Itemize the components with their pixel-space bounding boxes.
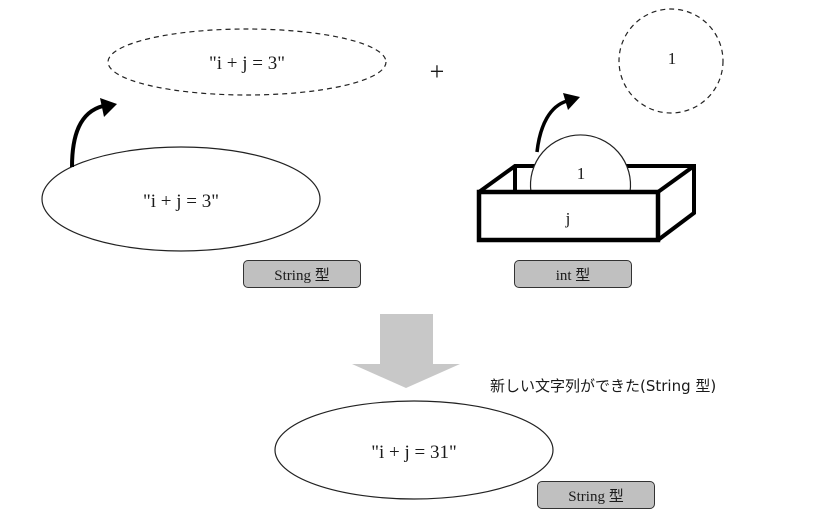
copy-arrow-left [70, 104, 104, 168]
result-string-ellipse [274, 400, 554, 500]
copied-string-value: "i + j = 3" [209, 53, 285, 74]
arrow-head-left [100, 98, 117, 117]
result-note: 新しい文字列ができた(String 型) [490, 377, 717, 395]
plus-operator: + [430, 57, 445, 86]
int-value: 1 [577, 164, 586, 183]
string-value-ellipse [41, 146, 321, 252]
result-type-badge: String 型 [537, 481, 655, 509]
string-value: "i + j = 3" [143, 191, 219, 212]
copy-arrow-right [535, 99, 568, 153]
arrow-head-right [563, 93, 580, 110]
copied-int-circle [618, 8, 724, 114]
variable-box-j [476, 189, 661, 243]
int-type-badge: int 型 [514, 260, 632, 288]
string-type-badge: String 型 [243, 260, 361, 288]
copied-string-ellipse [107, 28, 387, 96]
copied-int-value: 1 [668, 49, 677, 68]
int-value-circle [529, 134, 632, 193]
variable-name-j: j [565, 209, 571, 228]
result-down-arrow [352, 314, 460, 388]
result-string-value: "i + j = 31" [371, 442, 457, 463]
box-top-right-edge [656, 164, 696, 194]
